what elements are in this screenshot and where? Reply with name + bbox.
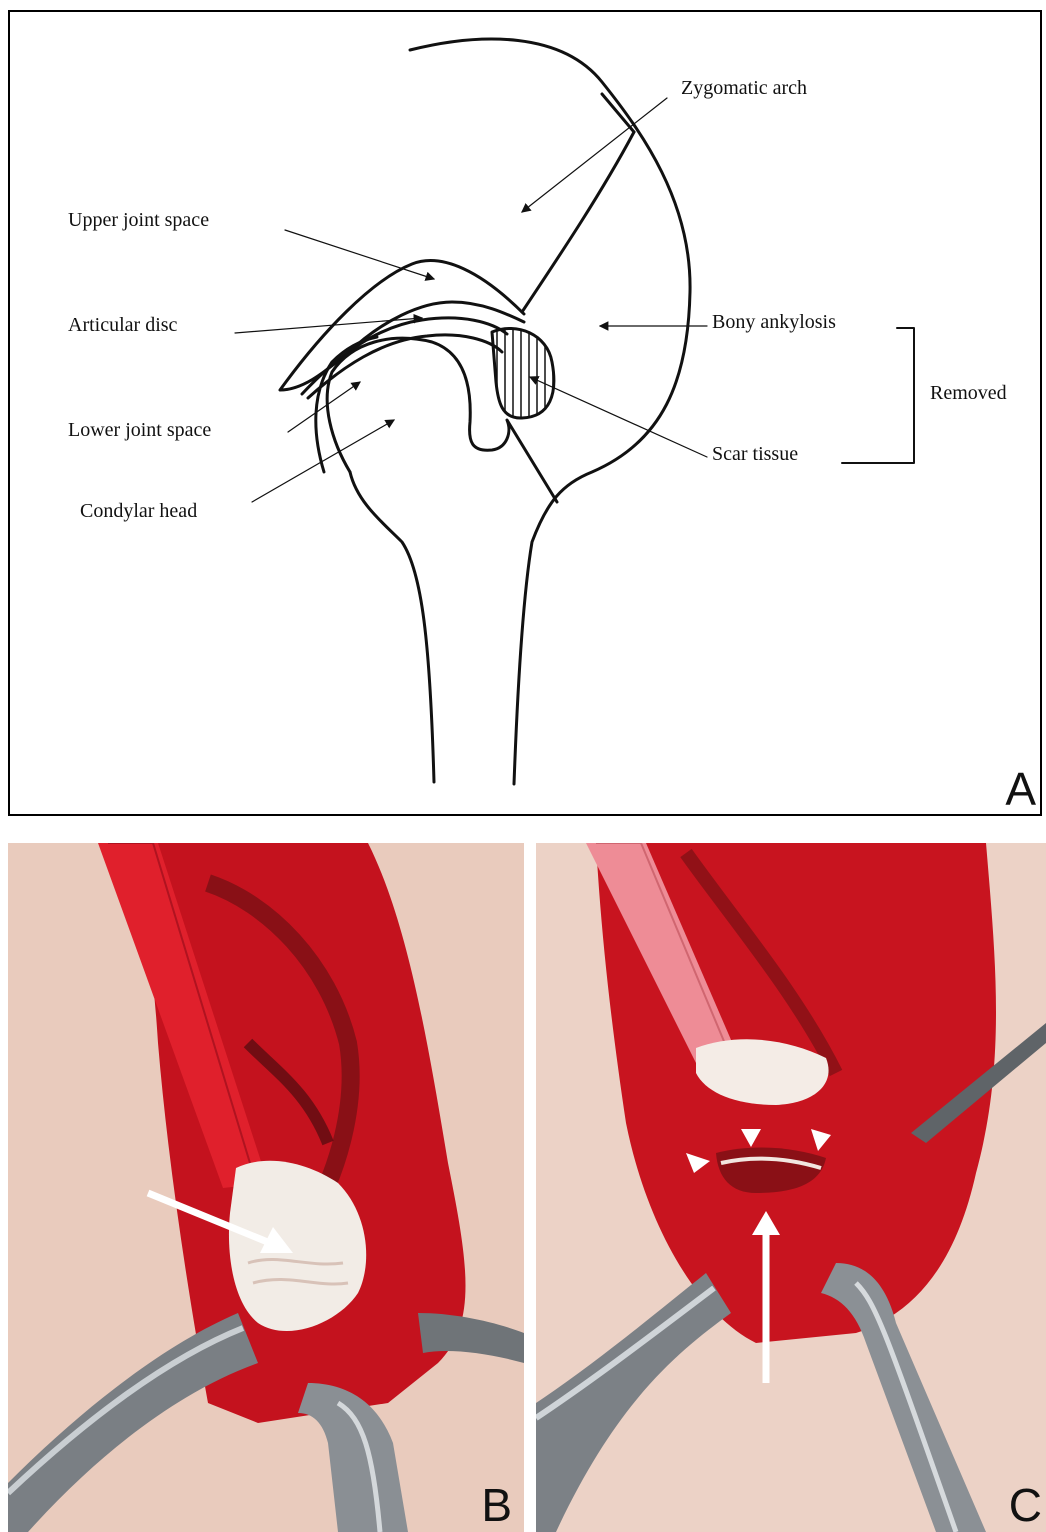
surgical-field-b bbox=[8, 843, 524, 1532]
label-lower-joint-space: Lower joint space bbox=[68, 419, 211, 442]
label-scar-tissue: Scar tissue bbox=[712, 443, 798, 466]
label-removed: Removed bbox=[930, 382, 1007, 405]
label-upper-joint-space: Upper joint space bbox=[68, 209, 209, 232]
label-zygomatic-arch: Zygomatic arch bbox=[681, 77, 807, 100]
leader-lower-space bbox=[288, 382, 360, 432]
zygomatic-arch-outline bbox=[410, 39, 690, 784]
label-condylar-head: Condylar head bbox=[80, 500, 197, 523]
surgical-field-c bbox=[536, 843, 1046, 1532]
panel-a-letter: A bbox=[1005, 766, 1036, 812]
panel-b-letter: B bbox=[481, 1482, 512, 1528]
ramus-posterior bbox=[350, 472, 434, 782]
panel-c-letter: C bbox=[1009, 1482, 1042, 1528]
removed-bracket bbox=[842, 328, 914, 463]
leader-scar bbox=[530, 377, 707, 457]
panel-a-diagram: Zygomatic arch Upper joint space Articul… bbox=[8, 10, 1042, 816]
leader-upper-space bbox=[285, 230, 434, 279]
tmj-schematic bbox=[10, 12, 1040, 814]
leader-zygomatic bbox=[522, 98, 667, 212]
label-bony-ankylosis: Bony ankylosis bbox=[712, 311, 836, 334]
panel-c-photo: C bbox=[536, 843, 1046, 1532]
condylar-head bbox=[327, 338, 557, 502]
panel-b-photo: B bbox=[8, 843, 524, 1532]
leader-condyle bbox=[252, 420, 394, 502]
articular-disc bbox=[302, 318, 507, 398]
arch-inner-line bbox=[522, 132, 634, 312]
label-articular-disc: Articular disc bbox=[68, 314, 177, 337]
